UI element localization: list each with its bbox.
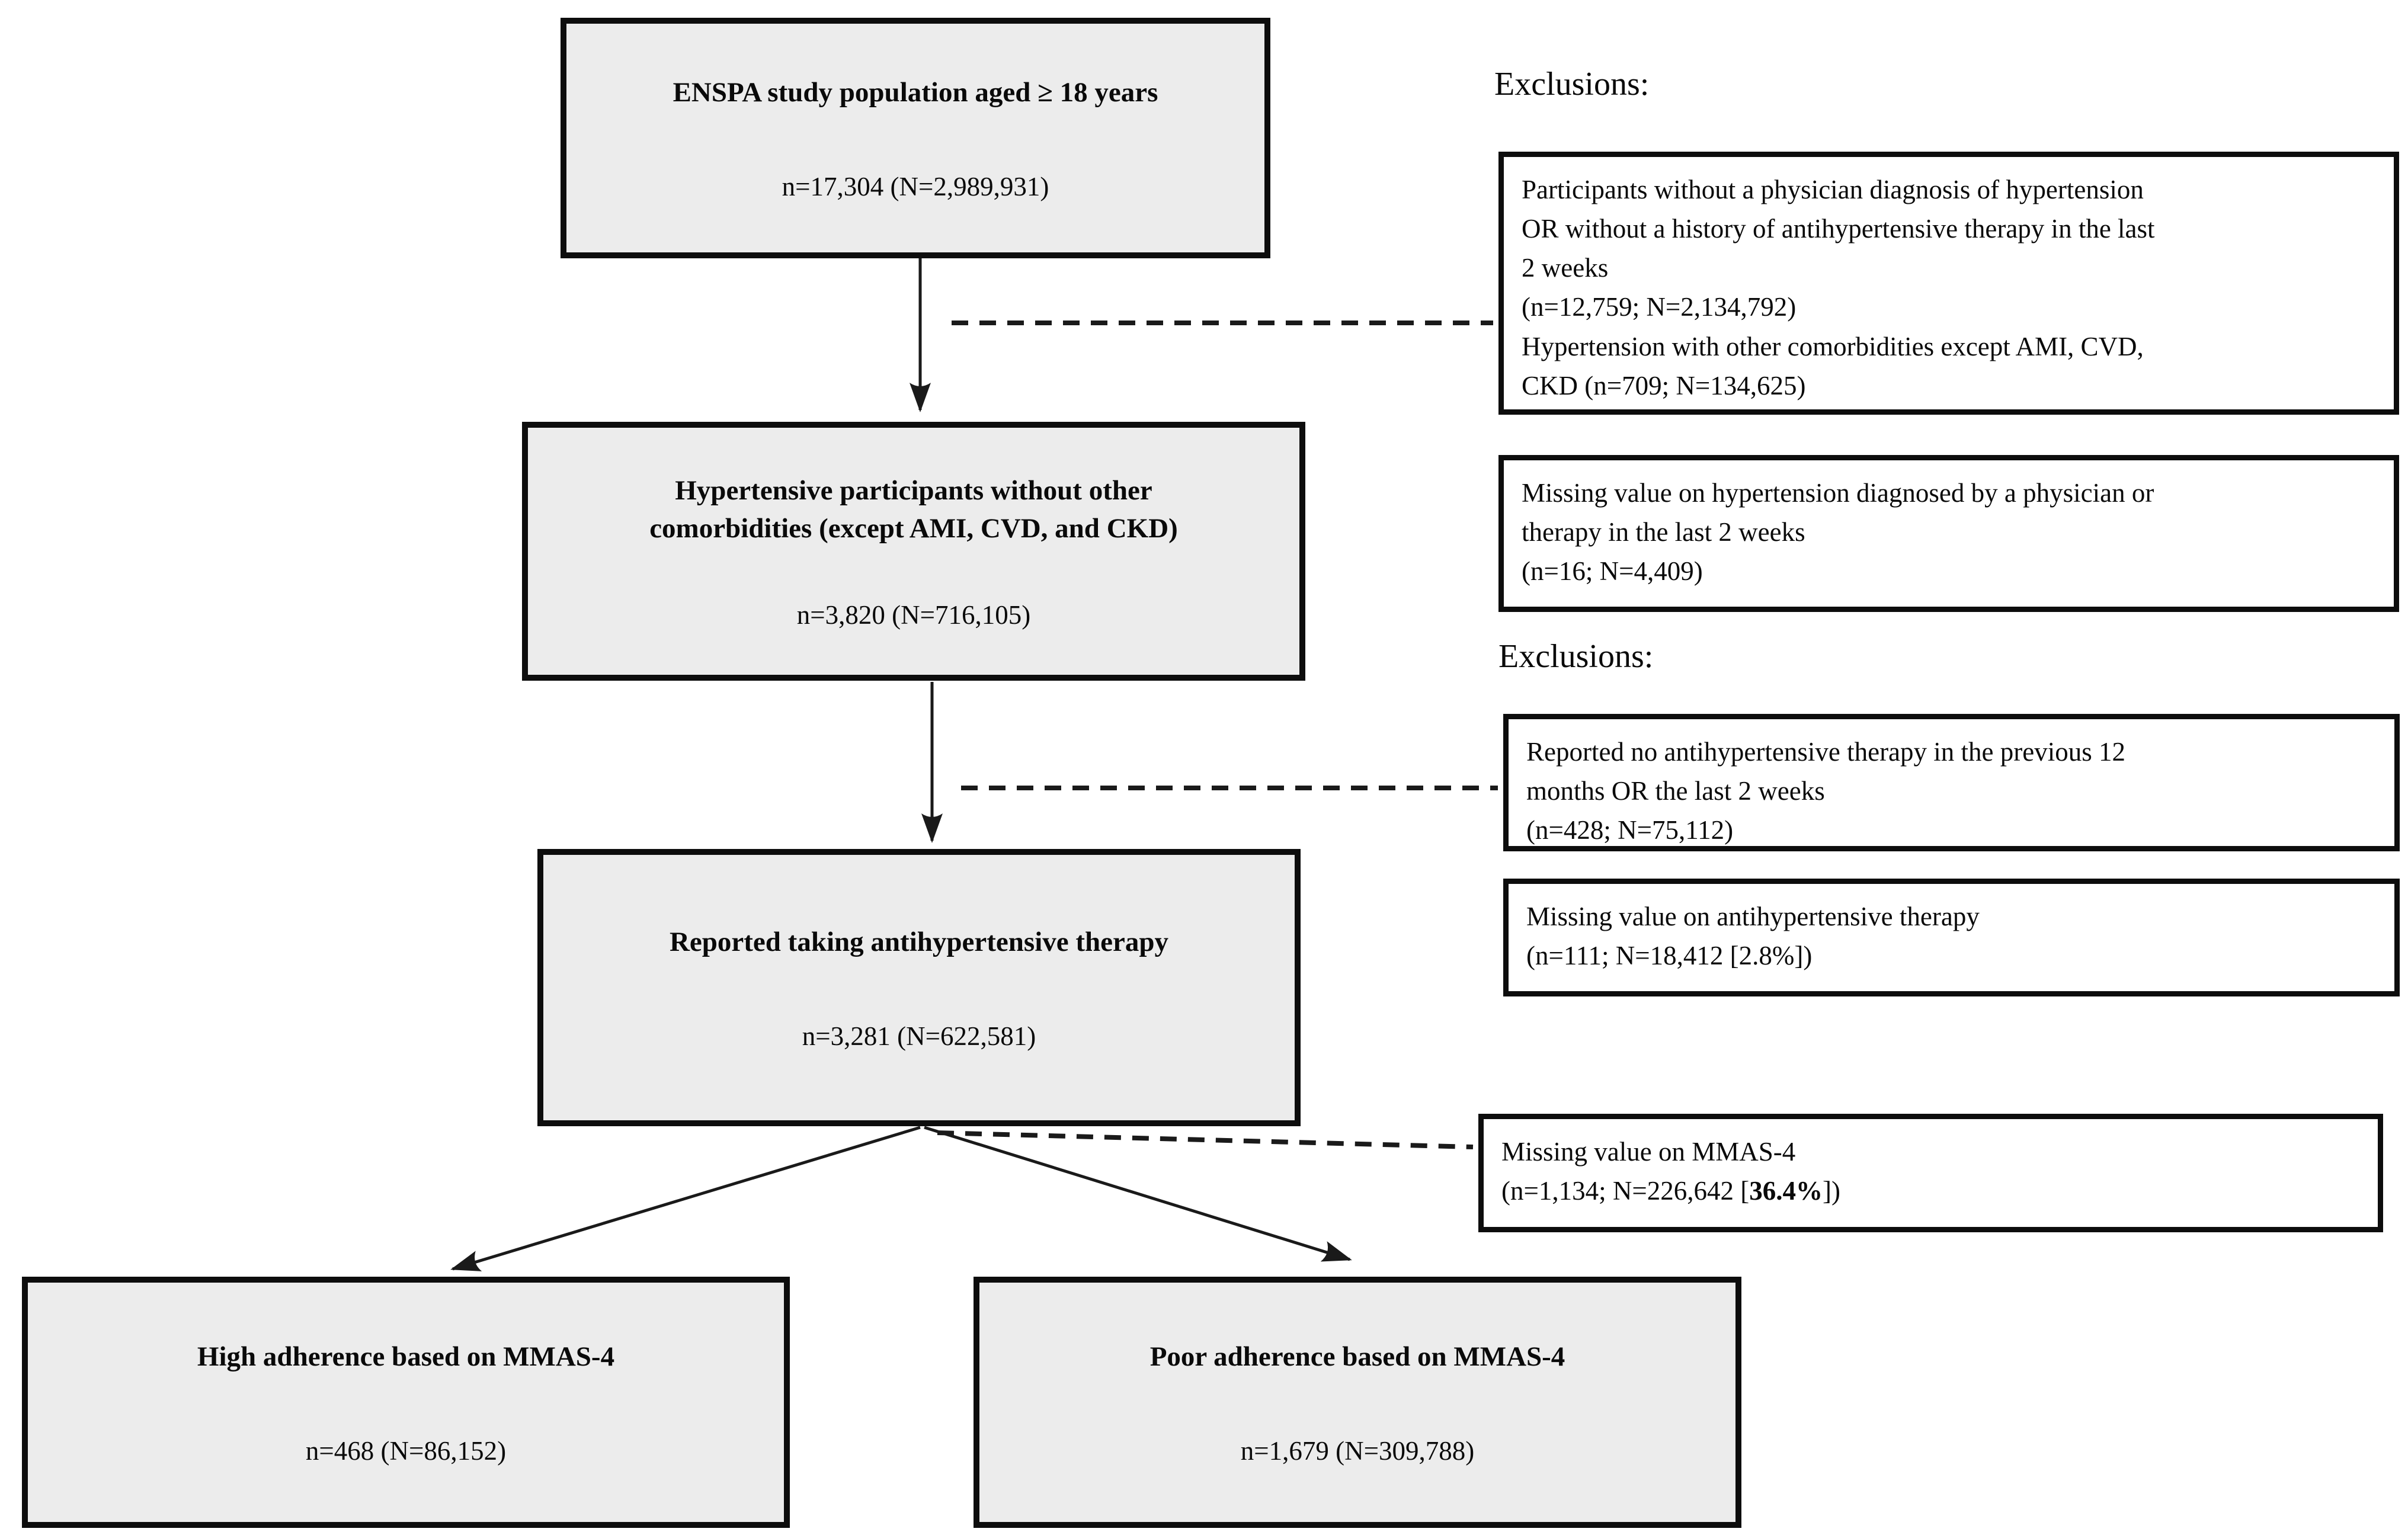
- node-enspa-title: ENSPA study population aged ≥ 18 years: [673, 77, 1158, 108]
- exclusion-box-2: Reported no antihypertensive therapy in …: [1503, 714, 2400, 851]
- node-poor-adherence-title: Poor adherence based on MMAS-4: [1149, 1341, 1565, 1373]
- exclusion-box-1-line: Hypertension with other comorbidities ex…: [1522, 331, 2144, 361]
- exclusion-box-1-line: OR without a history of antihypertensive…: [1522, 214, 2155, 244]
- exclusions-heading-1: Exclusions:: [1494, 66, 1650, 102]
- node-high-adherence-stat: n=468 (N=86,152): [305, 1435, 507, 1466]
- node-hypertensive-title-line2: comorbidities (except AMI, CVD, and CKD): [649, 512, 1178, 544]
- missing-value-box-1: Missing value on hypertension diagnosed …: [1498, 455, 2399, 612]
- missing-value-box-2: Missing value on antihypertensive therap…: [1503, 879, 2400, 996]
- missing-mmas-line1: Missing value on MMAS-4: [1501, 1137, 1796, 1167]
- missing-mmas-stat-prefix: (n=1,134; N=226,642 [: [1501, 1176, 1750, 1206]
- missing-value-box-1-line: (n=16; N=4,409): [1522, 556, 1703, 587]
- node-poor-adherence: Poor adherence based on MMAS-4 n=1,679 (…: [974, 1277, 1741, 1528]
- arrow-therapy-to-high-adherence: [450, 1126, 921, 1271]
- node-high-adherence-title: High adherence based on MMAS-4: [197, 1341, 615, 1373]
- missing-mmas-stat-bold: 36.4%: [1749, 1176, 1823, 1206]
- node-high-adherence: High adherence based on MMAS-4 n=468 (N=…: [22, 1277, 790, 1528]
- node-poor-adherence-stat: n=1,679 (N=309,788): [1240, 1435, 1475, 1466]
- exclusion-box-1: Participants without a physician diagnos…: [1498, 152, 2399, 415]
- node-hypertensive-title-line1: Hypertensive participants without other: [675, 475, 1152, 507]
- exclusions-heading-2: Exclusions:: [1498, 638, 1654, 675]
- missing-mmas-box: Missing value on MMAS-4 (n=1,134; N=226,…: [1478, 1114, 2383, 1232]
- exclusion-box-1-line: CKD (n=709; N=134,625): [1522, 370, 1806, 400]
- exclusion-box-2-line: (n=428; N=75,112): [1526, 815, 1734, 845]
- missing-value-box-2-line: (n=111; N=18,412 [2.8%]): [1526, 941, 1813, 971]
- arrow-therapy-to-poor-adherence: [924, 1126, 1352, 1262]
- exclusion-box-1-line: Participants without a physician diagnos…: [1522, 175, 2144, 204]
- node-therapy-stat: n=3,281 (N=622,581): [802, 1021, 1036, 1051]
- dashed-connector-mmas: [937, 1130, 1474, 1149]
- node-hypertensive-stat: n=3,820 (N=716,105): [796, 600, 1031, 630]
- exclusion-box-1-line: (n=12,759; N=2,134,792): [1522, 292, 1797, 322]
- exclusion-box-2-line: months OR the last 2 weeks: [1526, 776, 1825, 806]
- exclusion-box-1-line: 2 weeks: [1522, 253, 1609, 283]
- exclusion-box-2-line: Reported no antihypertensive therapy in …: [1526, 737, 2125, 767]
- missing-mmas-line2: (n=1,134; N=226,642 [36.4%]): [1501, 1171, 2362, 1210]
- node-hypertensive-title: Hypertensive participants without other …: [649, 472, 1178, 547]
- node-hypertensive-participants: Hypertensive participants without other …: [522, 422, 1305, 681]
- missing-value-box-1-line: therapy in the last 2 weeks: [1522, 517, 1805, 547]
- node-enspa-stat: n=17,304 (N=2,989,931): [782, 171, 1049, 201]
- node-therapy-title: Reported taking antihypertensive therapy: [669, 927, 1169, 958]
- missing-mmas-stat-suffix: ]): [1822, 1176, 1840, 1206]
- missing-value-box-1-line: Missing value on hypertension diagnosed …: [1522, 478, 2154, 508]
- node-enspa-population: ENSPA study population aged ≥ 18 years n…: [561, 18, 1270, 258]
- missing-value-box-2-line: Missing value on antihypertensive therap…: [1526, 902, 1980, 931]
- node-reported-taking-therapy: Reported taking antihypertensive therapy…: [537, 849, 1301, 1126]
